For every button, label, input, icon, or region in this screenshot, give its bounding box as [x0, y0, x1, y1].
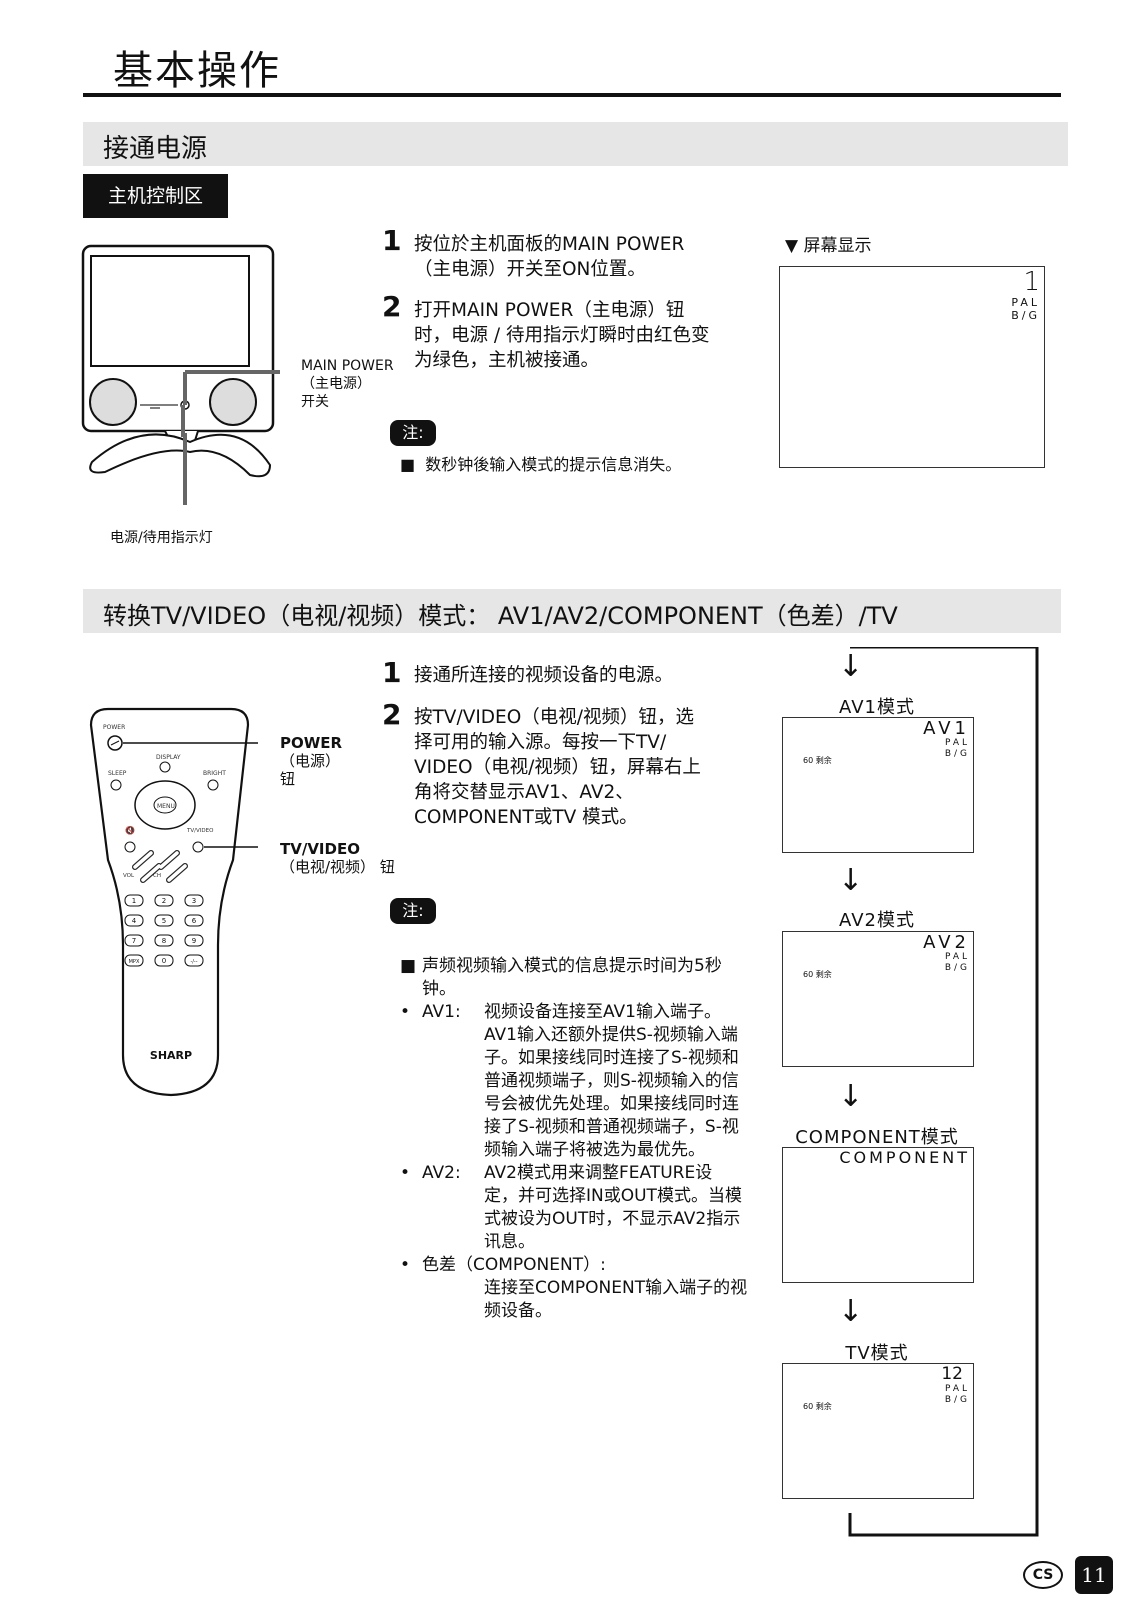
screen-display-heading: ▼ 屏幕显示 [785, 236, 872, 256]
main-unit-controls-label: 主机控制区 [83, 174, 228, 218]
step-number: 2 [382, 698, 402, 731]
sleep-timer-remaining: 60 剩余 [803, 970, 832, 979]
step-number: 2 [382, 290, 402, 323]
svg-text:7: 7 [132, 937, 136, 945]
note-item-continuation: 连接至COMPONENT输入端子的视 频设备。 [484, 1278, 748, 1321]
loop-line [848, 647, 1039, 1537]
page-title: 基本操作 [113, 48, 281, 94]
callout-power-button: POWER （电源） 钮 [280, 734, 343, 788]
callout-main-power: MAIN POWER （主电源） 开关 [301, 358, 394, 410]
svg-text:0: 0 [162, 957, 166, 965]
note-item: ■ 数秒钟後输入模式的提示信息消失。 [400, 455, 682, 474]
remote-menu-label: MENU [157, 803, 175, 810]
sound-system: PAL B/G [944, 952, 970, 973]
note-item: • 色差（COMPONENT）: [400, 1255, 606, 1275]
down-arrow-icon: ↓ [838, 1079, 864, 1114]
section-heading-input-mode: 转换TV/VIDEO（电视/视频）模式： AV1/AV2/COMPONENT（色… [83, 589, 1061, 633]
mode-screen-av2: AV2 PAL B/G 60 剩余 [782, 931, 974, 1067]
remote-sleep-label: SLEEP [108, 770, 127, 777]
note-badge: 注: [390, 420, 436, 446]
section-heading-text: 接通电源 [103, 134, 208, 164]
tv-illustration [81, 244, 280, 505]
mode-screen-av1: AV1 PAL B/G 60 剩余 [782, 717, 974, 853]
sleep-timer-remaining: 60 剩余 [803, 1402, 832, 1411]
tvvideo-button-icon [192, 841, 204, 853]
note-list: ■ 声频视频输入模式的信息提示时间为5秒 钟。 • AV1: 视频设备连接至AV… [400, 955, 760, 1323]
sound-system: PAL B/G [944, 738, 970, 759]
note-item: • AV1: 视频设备连接至AV1输入端子。 AV1输入还额外提供S-视频输入端… [400, 1002, 739, 1160]
speaker-right-icon [209, 378, 257, 426]
svg-text:3: 3 [192, 897, 196, 905]
mode-screen-tv: 12 PAL B/G 60 剩余 [782, 1363, 974, 1499]
svg-text:-/--: -/-- [190, 959, 197, 965]
note-item: ■ 声频视频输入模式的信息提示时间为5秒 钟。 [400, 956, 722, 999]
step-text: 按TV/VIDEO（电视/视频）钮，选 择可用的输入源。每按一下TV/ VIDE… [414, 707, 701, 828]
svg-text:6: 6 [192, 917, 197, 925]
down-arrow-icon: ↓ [838, 649, 864, 684]
sharp-logo: SHARP [150, 1049, 192, 1062]
remote-display-label: DISPLAY [156, 754, 181, 761]
mode-title: COMPONENT模式 [795, 1127, 959, 1148]
svg-text:5: 5 [162, 917, 166, 925]
svg-text:🔇: 🔇 [125, 825, 135, 835]
channel-number: 1 [1023, 267, 1040, 297]
note-badge: 注: [390, 898, 436, 924]
svg-text:4: 4 [132, 917, 137, 925]
section-heading-text: 转换TV/VIDEO（电视/视频）模式： AV1/AV2/COMPONENT（色… [103, 602, 898, 630]
mode-indicator: AV2 [923, 932, 970, 953]
step-text: 打开MAIN POWER（主电源）钮 时，电源 / 待用指示灯瞬时由红色变 为绿… [414, 300, 710, 371]
language-badge: CS [1023, 1561, 1063, 1589]
remote-ch-label: CH [153, 873, 161, 879]
speaker-left-icon [89, 378, 137, 426]
remote-bright-label: BRIGHT [203, 770, 226, 777]
mode-indicator: AV1 [923, 718, 970, 739]
svg-text:1: 1 [132, 897, 136, 905]
svg-text:9: 9 [192, 937, 196, 945]
svg-text:8: 8 [162, 937, 166, 945]
title-rule [83, 93, 1061, 97]
down-arrow-icon: ↓ [838, 863, 864, 898]
tv-stand [89, 433, 272, 478]
callout-power-indicator: 电源/待用指示灯 [110, 530, 213, 546]
channel-number: 12 [941, 1364, 963, 1384]
callout-tvvideo-button: TV/VIDEO （电视/视频） 钮 [280, 840, 395, 876]
step-text: 按位於主机面板的MAIN POWER （主电源）开关至ON位置。 [414, 234, 685, 280]
step-text: 接通所连接的视频设备的电源。 [414, 665, 674, 686]
svg-text:2: 2 [162, 897, 166, 905]
remote-control-illustration: POWER DISPLAY SLEEP BRIGHT MENU 🔇 TV/VID… [89, 707, 258, 1097]
mode-cycle-loop [848, 647, 1039, 1537]
sleep-timer-remaining: 60 剩余 [803, 756, 832, 765]
step-number: 1 [382, 656, 402, 689]
section-heading-power: 接通电源 [83, 122, 1068, 166]
tv-screen [90, 255, 250, 367]
sound-system: PAL B/G [944, 1384, 970, 1405]
down-arrow-icon: ↓ [838, 1294, 864, 1329]
mode-screen-component: COMPONENT [782, 1147, 974, 1283]
remote-tvvideo-label: TV/VIDEO [186, 828, 214, 834]
remote-power-label: POWER [103, 724, 125, 731]
svg-text:MPX: MPX [129, 959, 140, 965]
mode-title: AV1模式 [839, 697, 915, 718]
note-item: • AV2: AV2模式用来调整FEATURE设 定，并可选择IN或OUT模式。… [400, 1163, 742, 1252]
mode-indicator: COMPONENT [839, 1148, 970, 1167]
screen-preview: 1 PAL B/G [779, 266, 1045, 468]
number-keypad: 1 2 3 4 5 6 7 8 9 MPX 0 -/-- [124, 894, 204, 967]
mode-title: AV2模式 [839, 910, 915, 931]
remote-vol-label: VOL [123, 873, 135, 879]
page-number: 11 [1075, 1556, 1113, 1594]
mode-title: TV模式 [845, 1343, 909, 1364]
step-number: 1 [382, 224, 402, 257]
sound-system: PAL B/G [1011, 296, 1040, 322]
